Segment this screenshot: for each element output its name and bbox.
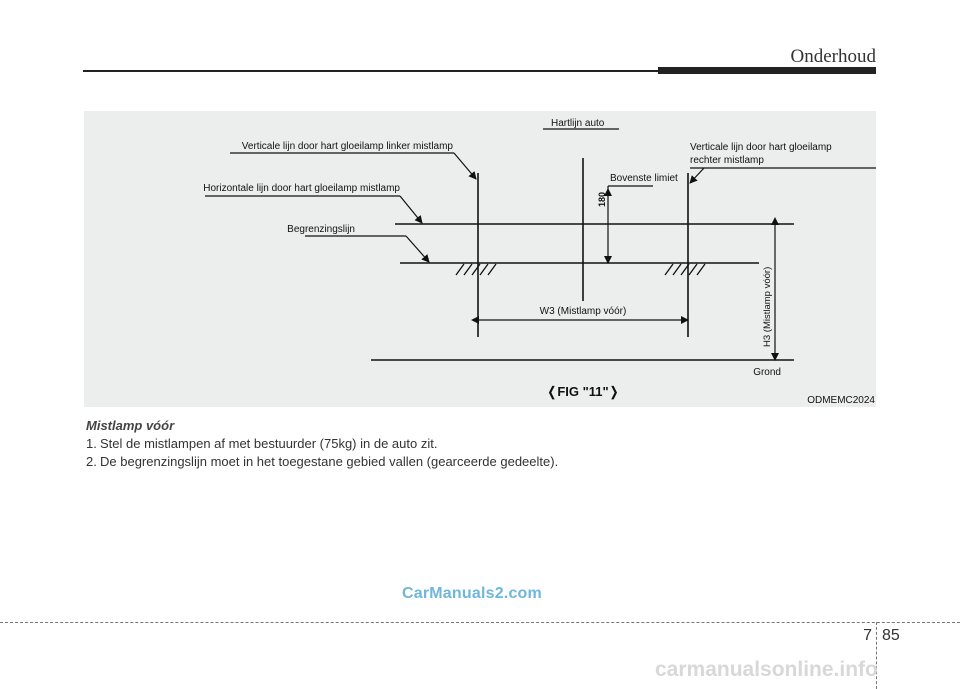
- hatch-right: [664, 263, 706, 276]
- footer-rule: [0, 622, 960, 623]
- fog-lamp-aim-diagram: 180 Bovenste limiet W3 (Mistlamp vóór) H…: [203, 118, 876, 406]
- page-section-title: Onderhoud: [790, 46, 876, 67]
- header-rule-accent: [658, 67, 876, 74]
- footer-separator: [876, 622, 877, 689]
- vertical-right-label-2: rechter mistlamp: [690, 155, 764, 166]
- page-number: 85: [882, 627, 900, 644]
- figure-code: ODMEMC2024: [807, 395, 875, 406]
- vertical-left-label: Verticale lijn door hart gloeilamp linke…: [242, 141, 454, 152]
- chapter-number: 7: [863, 627, 872, 644]
- instruction-step: 2.De begrenzingslijn moet in het toegest…: [86, 454, 558, 469]
- step-text: De begrenzingslijn moet in het toegestan…: [100, 454, 559, 469]
- figure-panel: [84, 111, 876, 407]
- w3-label: W3 (Mistlamp vóór): [540, 306, 627, 317]
- step-text: Stel de mistlampen af met bestuurder (75…: [100, 436, 438, 451]
- site-watermark[interactable]: CarManuals2.com: [402, 585, 542, 602]
- hartlijn-label: Hartlijn auto: [551, 118, 605, 129]
- bottom-watermark: carmanualsonline.info: [655, 658, 878, 681]
- bovenste-label: Bovenste limiet: [610, 173, 678, 184]
- grond-label: Grond: [753, 367, 781, 378]
- step-number: 2.: [86, 454, 97, 469]
- instruction-step: 1.Stel de mistlampen af met bestuurder (…: [86, 436, 437, 451]
- dim-180-label: 180: [597, 192, 607, 207]
- vertical-right-label-1: Verticale lijn door hart gloeilamp: [690, 142, 832, 153]
- hatch-left: [455, 263, 497, 276]
- section-heading: Mistlamp vóór: [86, 418, 175, 433]
- step-number: 1.: [86, 436, 97, 451]
- header-rule: [83, 70, 658, 72]
- horizontal-label: Horizontale lijn door hart gloeilamp mis…: [203, 183, 400, 194]
- h3-label: H3 (Mistlamp vóór): [762, 267, 773, 347]
- figure-number: ❬FIG "11"❭: [546, 384, 619, 400]
- begrenzing-label: Begrenzingslijn: [287, 224, 355, 235]
